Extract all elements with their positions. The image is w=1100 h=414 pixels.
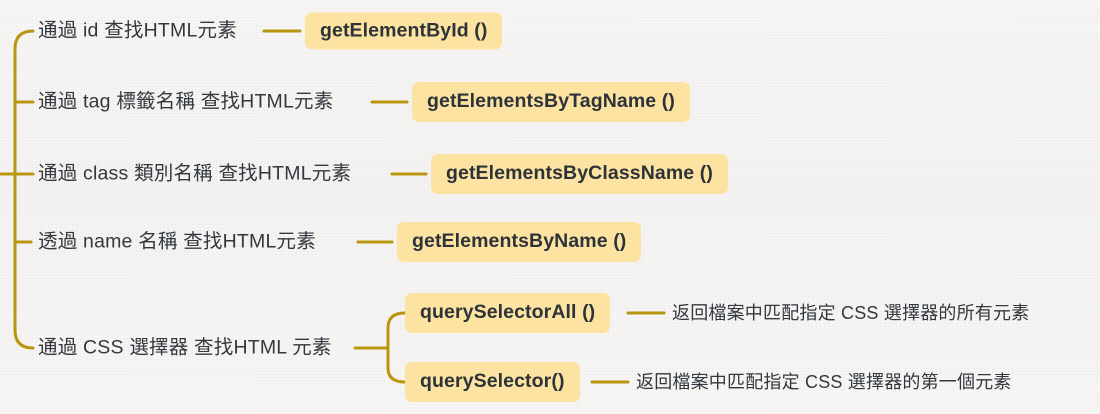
branch-label-css-selector: 通過 CSS 選擇器 查找HTML 元素 (38, 336, 332, 359)
method-badge-get-element-by-id[interactable]: getElementById () (305, 12, 503, 50)
branch-label-class: 通過 class 類別名稱 查找HTML元素 (38, 162, 352, 185)
method-badge-get-elements-by-tag-name[interactable]: getElementsByTagName () (412, 82, 690, 122)
method-badge-get-elements-by-name[interactable]: getElementsByName () (397, 222, 642, 262)
branch-label-name: 透過 name 名稱 查找HTML元素 (38, 230, 316, 253)
method-badge-query-selector-all[interactable]: querySelectorAll () (405, 293, 611, 333)
description-query-selector-all: 返回檔案中匹配指定 CSS 選擇器的所有元素 (672, 303, 1030, 323)
method-badge-get-elements-by-class-name[interactable]: getElementsByClassName () (431, 154, 728, 194)
method-badge-query-selector[interactable]: querySelector() (405, 362, 580, 402)
branch-label-tag: 通過 tag 標籤名稱 查找HTML元素 (38, 90, 334, 113)
description-query-selector: 返回檔案中匹配指定 CSS 選擇器的第一個元素 (636, 372, 1012, 392)
branch-label-id: 通過 id 查找HTML元素 (38, 19, 237, 42)
